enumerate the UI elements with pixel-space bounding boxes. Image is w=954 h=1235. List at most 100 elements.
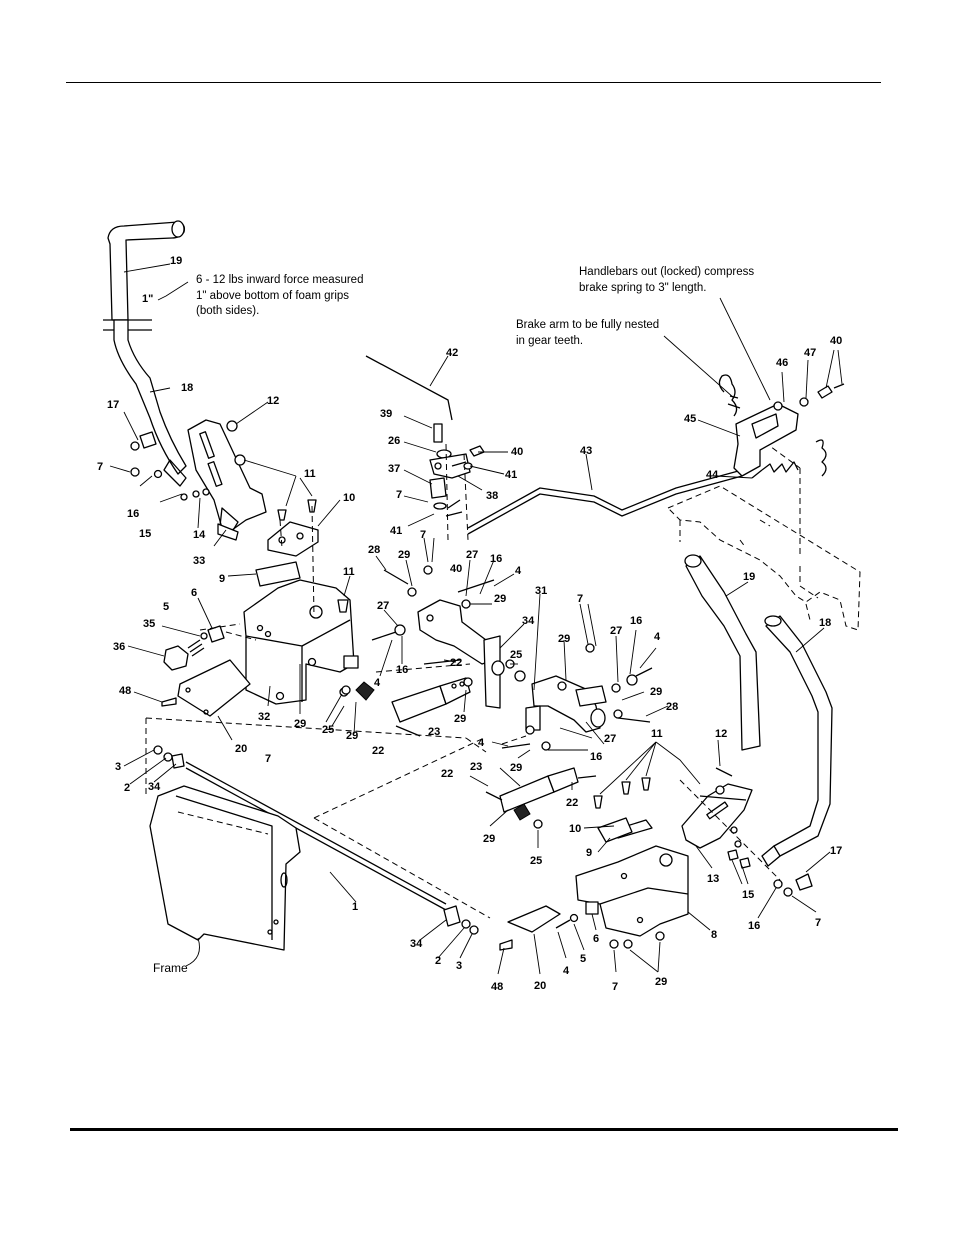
callout: 16 bbox=[490, 553, 502, 565]
callout: 15 bbox=[742, 889, 754, 901]
callout: 16 bbox=[127, 508, 139, 520]
callout: 38 bbox=[486, 490, 498, 502]
callout: 28 bbox=[368, 544, 380, 556]
callout: 27 bbox=[466, 549, 478, 561]
callout: 44 bbox=[706, 469, 719, 481]
callout: 11 bbox=[343, 566, 355, 578]
left-handlebar-group bbox=[103, 220, 267, 541]
callout: 10 bbox=[569, 823, 581, 835]
callout: 37 bbox=[388, 463, 400, 475]
callout: 20 bbox=[534, 980, 546, 992]
callout: 48 bbox=[119, 685, 131, 697]
callout: 34 bbox=[148, 781, 161, 793]
callout: 29 bbox=[294, 718, 306, 730]
callout: 29 bbox=[454, 713, 466, 725]
callout: 9 bbox=[586, 847, 592, 859]
spring-note-line-2: brake spring to 3" length. bbox=[579, 282, 706, 294]
callout: 34 bbox=[522, 615, 535, 627]
callout: 16 bbox=[590, 751, 602, 763]
callout: 7 bbox=[815, 917, 821, 929]
callout: 47 bbox=[804, 347, 816, 359]
left-control-bracket-group bbox=[161, 499, 359, 717]
force-note-line-3: (both sides). bbox=[196, 305, 259, 317]
callout: 16 bbox=[748, 920, 760, 932]
right-handlebar-group bbox=[679, 554, 833, 897]
callout: 4 bbox=[515, 565, 522, 577]
callout: 45 bbox=[684, 413, 696, 425]
callout: 16 bbox=[396, 664, 408, 676]
brake-arm-note-line-1: Brake arm to be fully nested bbox=[516, 319, 659, 331]
callout: 22 bbox=[372, 745, 384, 757]
callout: 4 bbox=[654, 631, 661, 643]
center-linkage-group bbox=[341, 355, 743, 737]
callout: 19 bbox=[743, 571, 755, 583]
callout: 17 bbox=[107, 399, 119, 411]
callout: 7 bbox=[265, 753, 271, 765]
callout: 18 bbox=[819, 617, 831, 629]
left-handle-grip bbox=[107, 221, 186, 321]
callout: 3 bbox=[456, 960, 462, 972]
frame-guard bbox=[149, 785, 301, 951]
callout: 39 bbox=[380, 408, 392, 420]
upper-damper bbox=[391, 685, 447, 723]
measure-mark-label: 1" bbox=[142, 293, 153, 305]
callout: 9 bbox=[219, 573, 225, 585]
callout: 7 bbox=[612, 981, 618, 993]
brake-arm-plate bbox=[733, 403, 799, 477]
callout: 1 bbox=[352, 901, 358, 913]
leader-lines bbox=[109, 263, 843, 975]
callout: 10 bbox=[343, 492, 355, 504]
callout: 27 bbox=[377, 600, 389, 612]
notes: 6 - 12 lbs inward force measured 1" abov… bbox=[142, 266, 754, 975]
callout: 7 bbox=[97, 461, 103, 473]
callout: 2 bbox=[435, 955, 441, 967]
callout: 25 bbox=[510, 649, 522, 661]
callout: 42 bbox=[446, 347, 458, 359]
lower-shaft-group bbox=[145, 717, 491, 967]
callout: 19 bbox=[170, 255, 182, 267]
callout: 23 bbox=[428, 726, 440, 738]
brake-assembly-group bbox=[667, 374, 861, 631]
callout: 18 bbox=[181, 382, 193, 394]
callout: 29 bbox=[510, 762, 522, 774]
callout: 5 bbox=[163, 601, 169, 613]
callout: 40 bbox=[450, 563, 462, 575]
callout: 7 bbox=[396, 489, 402, 501]
callout: 35 bbox=[143, 618, 155, 630]
callout: 29 bbox=[398, 549, 410, 561]
footer-rule bbox=[70, 1128, 898, 1131]
callout: 32 bbox=[258, 711, 270, 723]
callout: 4 bbox=[374, 677, 381, 689]
callout-numbers: 19 18 17 7 16 15 14 33 12 11 10 9 11 5 6… bbox=[97, 255, 842, 993]
callout: 16 bbox=[630, 615, 642, 627]
callout: 29 bbox=[483, 833, 495, 845]
callout: 26 bbox=[388, 435, 400, 447]
left-lever-plate bbox=[187, 419, 267, 531]
callout: 3 bbox=[115, 761, 121, 773]
callout: 29 bbox=[494, 593, 506, 605]
callout: 11 bbox=[651, 728, 663, 740]
callout: 43 bbox=[580, 445, 592, 457]
callout: 23 bbox=[470, 761, 482, 773]
left-control-housing bbox=[243, 579, 355, 705]
callout: 22 bbox=[441, 768, 453, 780]
callout: 6 bbox=[593, 933, 599, 945]
callout: 27 bbox=[604, 733, 616, 745]
callout: 40 bbox=[830, 335, 842, 347]
callout: 17 bbox=[830, 845, 842, 857]
callout: 11 bbox=[304, 468, 316, 480]
callout: 41 bbox=[505, 469, 517, 481]
callout: 7 bbox=[420, 529, 426, 541]
callout: 29 bbox=[346, 730, 358, 742]
upper-pivot-shaft bbox=[417, 599, 495, 665]
callout: 31 bbox=[535, 585, 547, 597]
callout: 28 bbox=[666, 701, 678, 713]
callout: 29 bbox=[650, 686, 662, 698]
frame-label: Frame bbox=[153, 961, 188, 975]
callout: 6 bbox=[191, 587, 197, 599]
callout: 25 bbox=[322, 724, 334, 736]
left-handle-bar bbox=[113, 319, 187, 475]
force-note-line-1: 6 - 12 lbs inward force measured bbox=[196, 274, 363, 286]
right-handle-grip bbox=[685, 555, 761, 751]
